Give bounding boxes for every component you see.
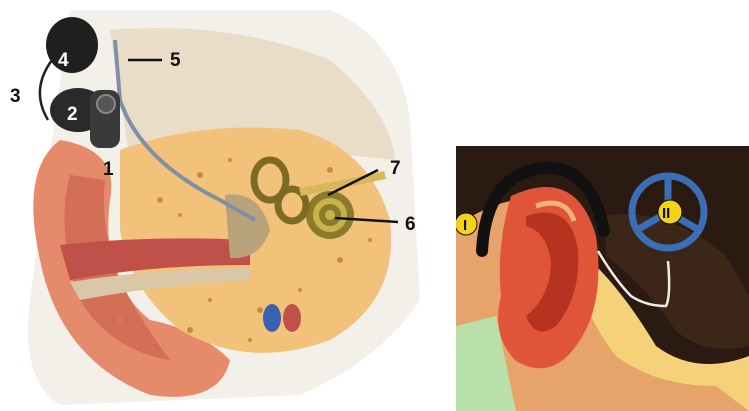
- processor-dial: [97, 95, 115, 113]
- blood-vessel-blue: [263, 304, 281, 332]
- label-external-part: I: [463, 217, 467, 234]
- label-cable: 3: [10, 86, 21, 107]
- head-photo-illustration: I II: [456, 146, 749, 411]
- label-nerve: 7: [390, 158, 401, 179]
- label-headpiece: 4: [58, 50, 69, 71]
- label-processor: 2: [67, 104, 78, 125]
- ear-cross-section-illustration: 4 2 3 5 1 7 6: [0, 0, 440, 411]
- cochlea: [306, 191, 354, 239]
- label-cochlea: 6: [405, 214, 416, 235]
- label-electrode-lead: 5: [170, 50, 181, 71]
- label-internal-part: II: [662, 205, 670, 222]
- blood-vessel-red: [283, 304, 301, 332]
- headpiece: [46, 17, 98, 73]
- label-implant-receiver: 1: [103, 159, 114, 180]
